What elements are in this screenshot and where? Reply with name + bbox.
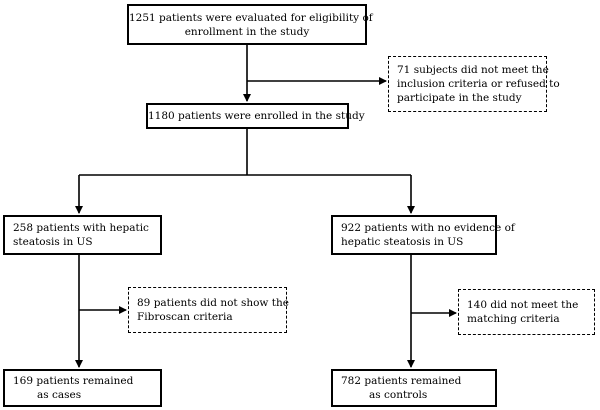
no-steatosis-box: 922 patients with no evidence of hepatic… (331, 215, 515, 255)
cases-line-2: as cases (37, 389, 82, 401)
controls-line-2: as controls (369, 389, 428, 401)
steatosis-line-1: 258 patients with hepatic (13, 222, 149, 234)
excluded-line-1: 71 subjects did not meet the (397, 64, 549, 76)
no-steatosis-line-2: hepatic steatosis in US (341, 236, 464, 248)
fibroscan-excluded-box: 89 patients did not show the Fibroscan c… (128, 287, 289, 333)
excluded-box: 71 subjects did not meet the inclusion c… (388, 56, 560, 112)
evaluated-line-1: 1251 patients were evaluated for eligibi… (129, 11, 373, 24)
evaluated-line-2: enrollment in the study (184, 25, 310, 38)
matching-excluded-line-1: 140 did not meet the (467, 299, 579, 311)
matching-excluded-line-2: matching criteria (467, 313, 560, 325)
cases-line-1: 169 patients remained (13, 375, 134, 387)
fibroscan-excluded-line-2: Fibroscan criteria (137, 311, 233, 323)
no-steatosis-line-1: 922 patients with no evidence of (341, 222, 515, 234)
enrolled-box: 1180 patients were enrolled in the study (146, 103, 365, 129)
controls-box: 782 patients remained as controls (331, 369, 497, 407)
controls-line-1: 782 patients remained (341, 375, 462, 387)
excluded-line-3: participate in the study (397, 92, 522, 104)
fibroscan-excluded-line-1: 89 patients did not show the (137, 297, 289, 309)
steatosis-box: 258 patients with hepatic steatosis in U… (3, 215, 162, 255)
matching-excluded-box: 140 did not meet the matching criteria (458, 289, 595, 335)
steatosis-line-2: steatosis in US (13, 236, 93, 248)
excluded-line-2: inclusion criteria or refused to (397, 78, 560, 90)
enrolled-line-1: 1180 patients were enrolled in the study (148, 110, 365, 122)
cases-box: 169 patients remained as cases (3, 369, 162, 407)
evaluated-box: 1251 patients were evaluated for eligibi… (127, 4, 373, 45)
